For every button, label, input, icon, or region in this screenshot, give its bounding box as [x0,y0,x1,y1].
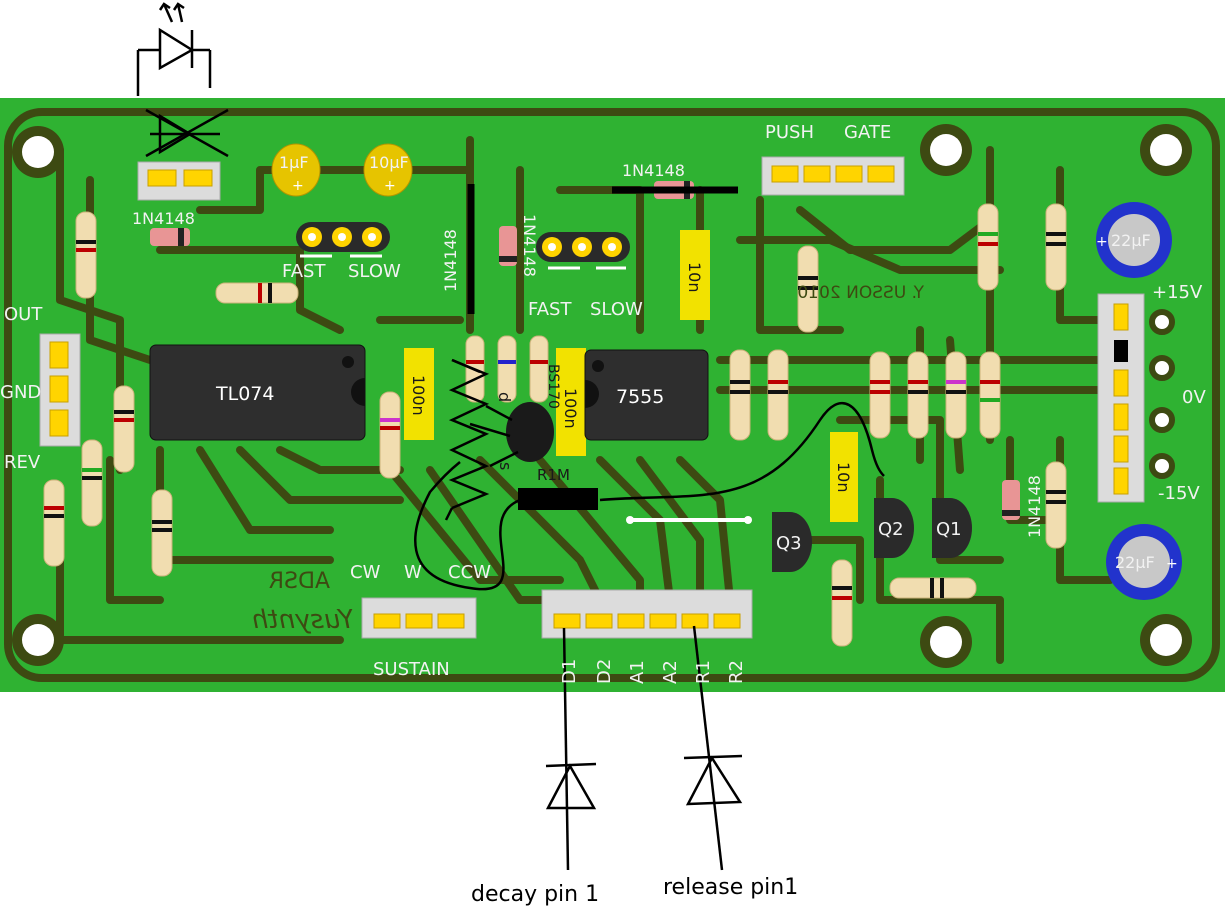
label-rev: REV [4,452,41,473]
pin-d-label: d [495,392,514,402]
header-push-gate [761,156,905,196]
cap-22uf-bottom-plus: + [1166,556,1178,572]
cap-22uf-top-label: 22µF [1111,231,1151,250]
label-gnd: GND [0,382,41,403]
diode-vert-a-label: 1N4148 [441,229,460,292]
label-d2: D2 [594,659,615,684]
header-adr [541,589,753,639]
annotation-release: release pin1 [663,875,798,900]
cap-10n-b-label: 10n [834,462,853,493]
label-slow-right: SLOW [590,299,643,320]
q2-label: Q2 [878,519,904,540]
header-out-gnd-rev [39,333,81,447]
film-caps [404,230,858,522]
label-slow-left: SLOW [348,261,401,282]
r1m-label: R1M [537,466,570,484]
switch-pads-right [536,232,630,270]
label-r1: R1 [693,660,714,684]
ic-7555 [584,349,709,441]
label-0v: 0V [1182,387,1206,408]
label-fast-left: FAST [282,261,326,282]
diode-right-label: 1N4148 [1025,475,1044,538]
label-adsr-mirrored: ADSR [269,569,330,594]
header-power [1097,293,1145,503]
label-gate: GATE [844,122,891,143]
label-r2: R2 [726,660,747,684]
transistors [506,402,972,572]
cap-10uf-plus: + [384,178,396,194]
annotation-decay: decay pin 1 [471,882,599,907]
diodes [150,181,1020,520]
label-d1: D1 [559,659,580,684]
label-fast-right: FAST [528,299,572,320]
electrolytic-caps [1096,202,1182,600]
label-w: W [404,562,422,583]
cap-1uf-plus: + [292,178,304,194]
r1m-resistor [518,488,598,510]
q3-label: Q3 [776,533,802,554]
resistors [43,203,1067,647]
cap-100n-a-label: 100n [409,375,428,416]
label-out: OUT [4,304,43,325]
tantalum-caps [271,143,413,197]
label-minus15v: -15V [1158,483,1200,504]
ic-7555-label: 7555 [616,386,664,408]
cap-1uf-label: 1µF [279,153,309,172]
cap-10uf-label: 10µF [369,153,409,172]
diode-top-label: 1N4148 [622,161,685,180]
pin-s-label: s [496,462,515,470]
label-sustain: SUSTAIN [373,659,450,680]
part-labels: TL074 7555 1µF 10µF + + 22µF 22µF + + 10… [132,153,1178,572]
cap-10n-a-label: 10n [685,262,704,293]
label-cw: CW [350,562,381,583]
mounting-holes [12,124,1192,668]
diode-vert-b-label: 1N4148 [520,214,539,277]
label-plus15v: +15V [1152,282,1203,303]
label-push: PUSH [765,122,814,143]
resistor-bands [44,232,1066,600]
cap-22uf-top-plus: + [1096,234,1108,250]
label-ccw: CCW [448,562,491,583]
label-a2: A2 [660,660,681,684]
switch-pads-left [296,222,390,258]
ic-tl074-label: TL074 [215,383,274,405]
hand-drawn-mods [136,2,885,871]
q1-label: Q1 [936,519,962,540]
bs170-label: BS170 [545,364,561,409]
annotations: decay pin 1 release pin1 [471,875,798,907]
header-led [137,161,221,201]
board-labels: OUT GND REV PUSH GATE +15V 0V -15V FAST … [0,122,1206,684]
cap-22uf-bottom-label: 22µF [1115,553,1155,572]
diode-left-label: 1N4148 [132,209,195,228]
label-yusynth-mirrored: Yusynth [252,605,354,635]
ic-tl074 [149,344,366,441]
label-a1: A1 [627,660,648,684]
label-credit-mirrored: Y. USSON 2010 [797,283,925,303]
header-sustain [361,597,477,639]
cap-100n-b-label: 100n [561,388,580,429]
